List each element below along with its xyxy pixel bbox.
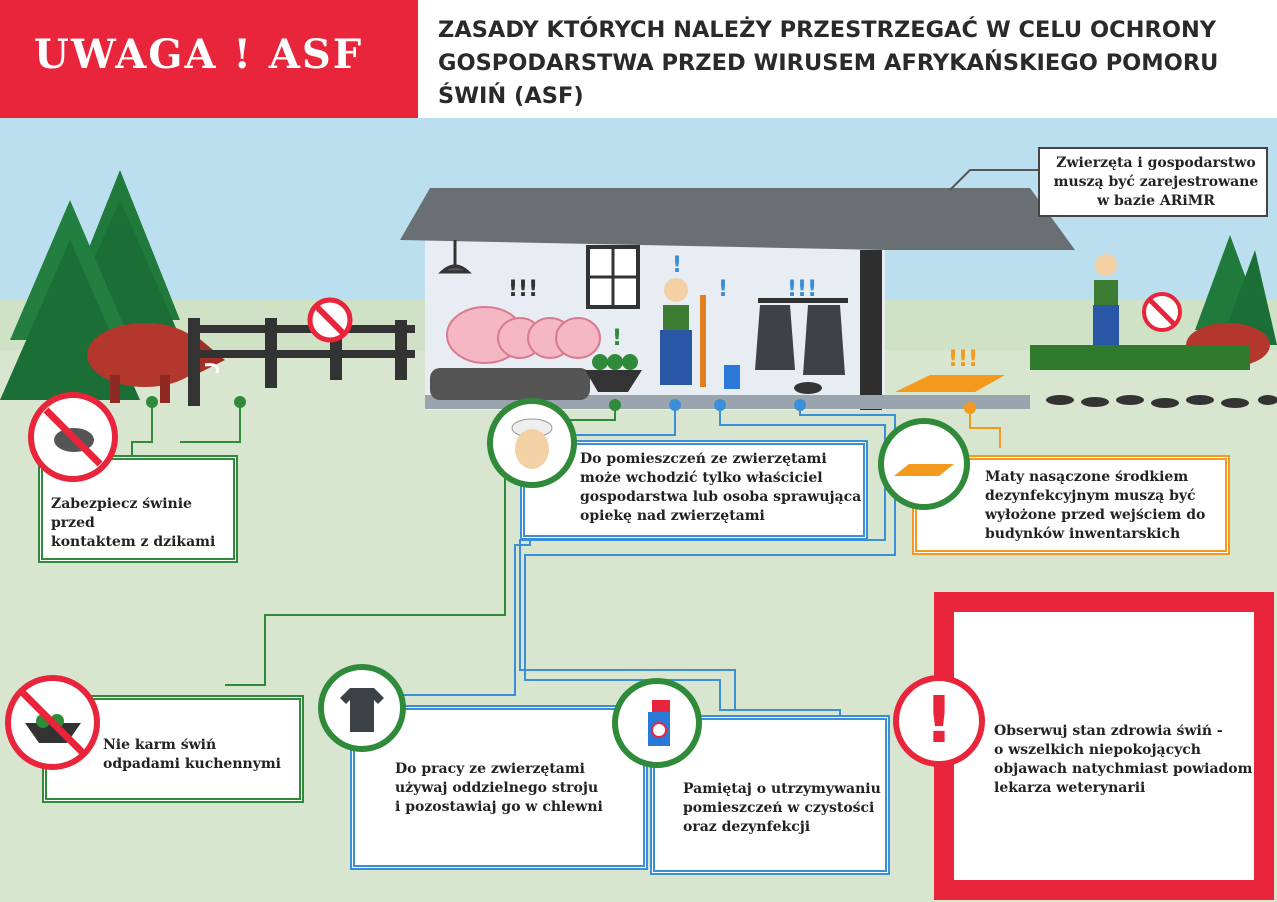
separate-clothes-box: Do pracy ze zwierzętami używaj oddzielne…	[350, 705, 648, 870]
clothes-text: Do pracy ze zwierzętami używaj oddzielne…	[395, 761, 603, 815]
health-monitoring-box: Obserwuj stan zdrowia świń - o wszelkich…	[934, 592, 1274, 900]
warning-mark: !	[924, 684, 954, 758]
exclamation-2: !	[612, 326, 622, 351]
exclamation-4: !	[718, 277, 728, 302]
mats-text: Maty nasączone środkiem dezynfekcyjnym m…	[985, 469, 1206, 542]
access-rule-box: Do pomieszczeń ze zwierzętami może wchod…	[520, 440, 868, 540]
pigs	[446, 306, 601, 364]
stones	[1046, 395, 1277, 408]
access-text: Do pomieszczeń ze zwierzętami może wchod…	[580, 451, 862, 524]
no-boar-sign-icon	[1142, 292, 1182, 332]
spray-bottle	[724, 365, 740, 389]
exclamation-3: !	[672, 253, 682, 278]
clean-text: Pamiętaj o utrzymywaniu pomieszczeń w cz…	[683, 781, 881, 835]
farmer-face-icon	[487, 398, 577, 488]
warning-icon: !	[893, 675, 985, 767]
feed-text: Nie karm świń odpadami kuchennymi	[103, 737, 281, 772]
no-feed-waste-icon	[5, 675, 100, 770]
no-entry-sign-icon	[307, 297, 353, 343]
disinfection-mat	[895, 375, 1005, 392]
exclamation-5: !!!	[787, 277, 817, 302]
mat-icon	[878, 418, 970, 510]
feed-trough	[585, 354, 642, 392]
exclamation-1: !!!	[508, 277, 538, 302]
health-text: Obserwuj stan zdrowia świń - o wszelkich…	[994, 723, 1253, 796]
coal-pile	[430, 368, 590, 400]
registration-box: Zwierzęta i gospodarstwo muszą być zarej…	[1038, 147, 1268, 217]
pine-trees-right	[1195, 235, 1277, 345]
disinfectant-spray-icon	[612, 678, 702, 768]
registration-text: Zwierzęta i gospodarstwo muszą być zarej…	[1053, 155, 1259, 209]
uwaga-badge-text: UWAGA ! ASF	[34, 31, 364, 78]
shirt-icon	[318, 664, 406, 752]
cleanliness-box: Pamiętaj o utrzymywaniu pomieszczeń w cz…	[650, 715, 890, 875]
no-pigs-icon	[28, 392, 118, 482]
exclamation-6: !!!	[948, 347, 978, 372]
page-title: ZASADY KTÓRYCH NALEŻY PRZESTRZEGAĆ W CEL…	[438, 17, 1219, 109]
farmer-inside	[660, 278, 706, 387]
grass	[1030, 345, 1250, 370]
header-bar	[418, 0, 1277, 118]
clothes-rack	[755, 298, 848, 394]
protect-text: Zabezpiecz świnie przed kontaktem z dzik…	[51, 496, 216, 550]
uwaga-badge: UWAGA ! ASF	[0, 0, 418, 118]
